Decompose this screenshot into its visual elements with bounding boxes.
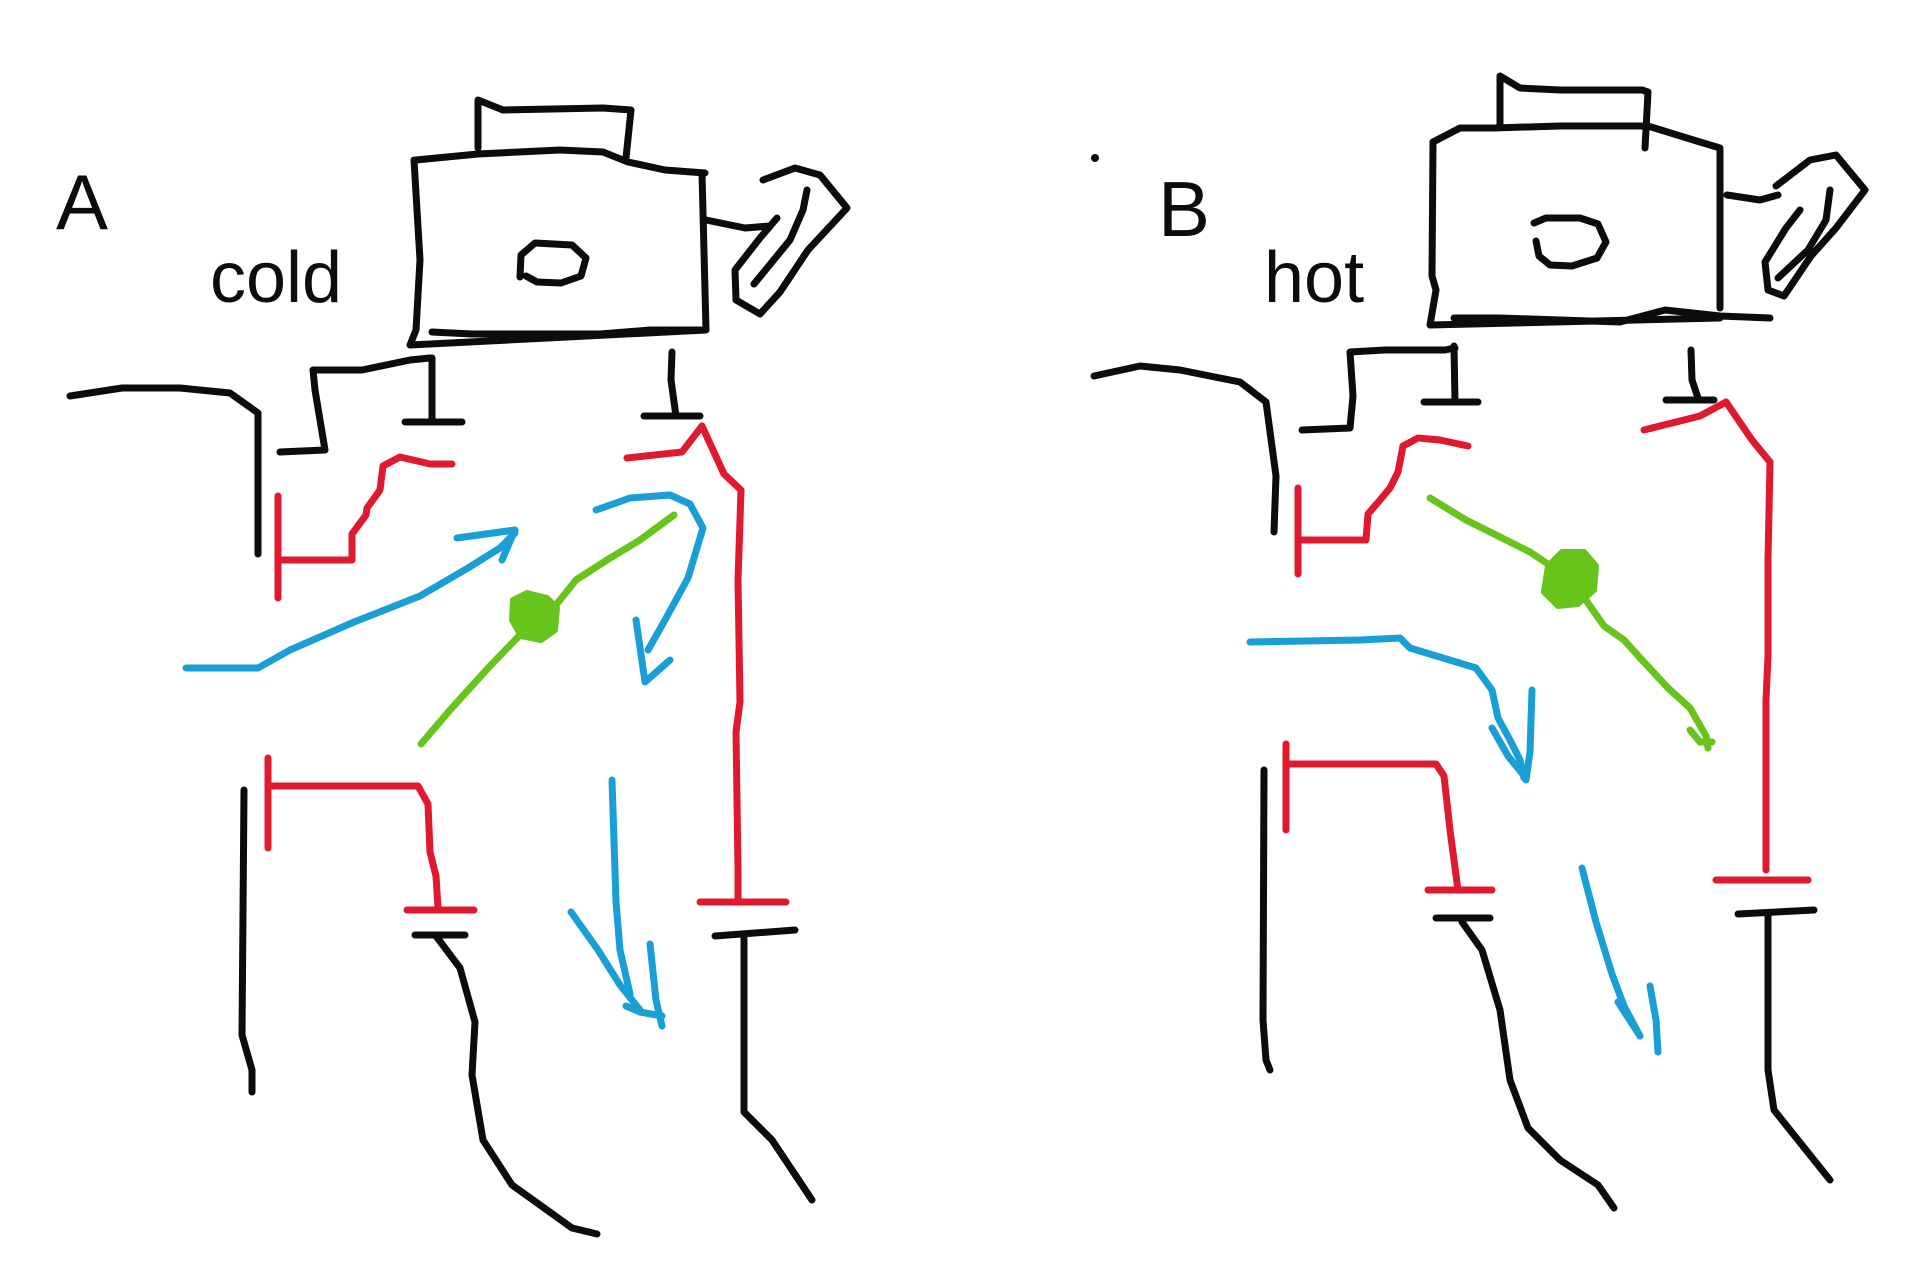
panel-b: B hot — [1090, 72, 1869, 1212]
blue-flow-arrows — [182, 491, 707, 1030]
kettle-icon — [406, 96, 851, 349]
panel-a-letter: A — [56, 158, 108, 246]
green-trajectory — [1426, 494, 1716, 752]
red-lines — [1282, 398, 1812, 894]
red-lines — [264, 422, 790, 914]
stray-dot — [1091, 154, 1099, 162]
panel-a: A cold — [56, 96, 851, 1238]
panel-a-caption: cold — [210, 238, 342, 318]
black-contour-lines — [66, 348, 816, 1238]
green-particle — [509, 590, 560, 643]
kettle-icon — [1426, 72, 1869, 329]
blue-flow-arrows — [1246, 634, 1662, 1056]
green-particle — [1541, 549, 1599, 609]
black-contour-lines — [1090, 342, 1834, 1212]
green-trajectory — [417, 511, 678, 748]
panel-b-caption: hot — [1264, 238, 1364, 318]
panel-b-letter: B — [1158, 165, 1210, 253]
